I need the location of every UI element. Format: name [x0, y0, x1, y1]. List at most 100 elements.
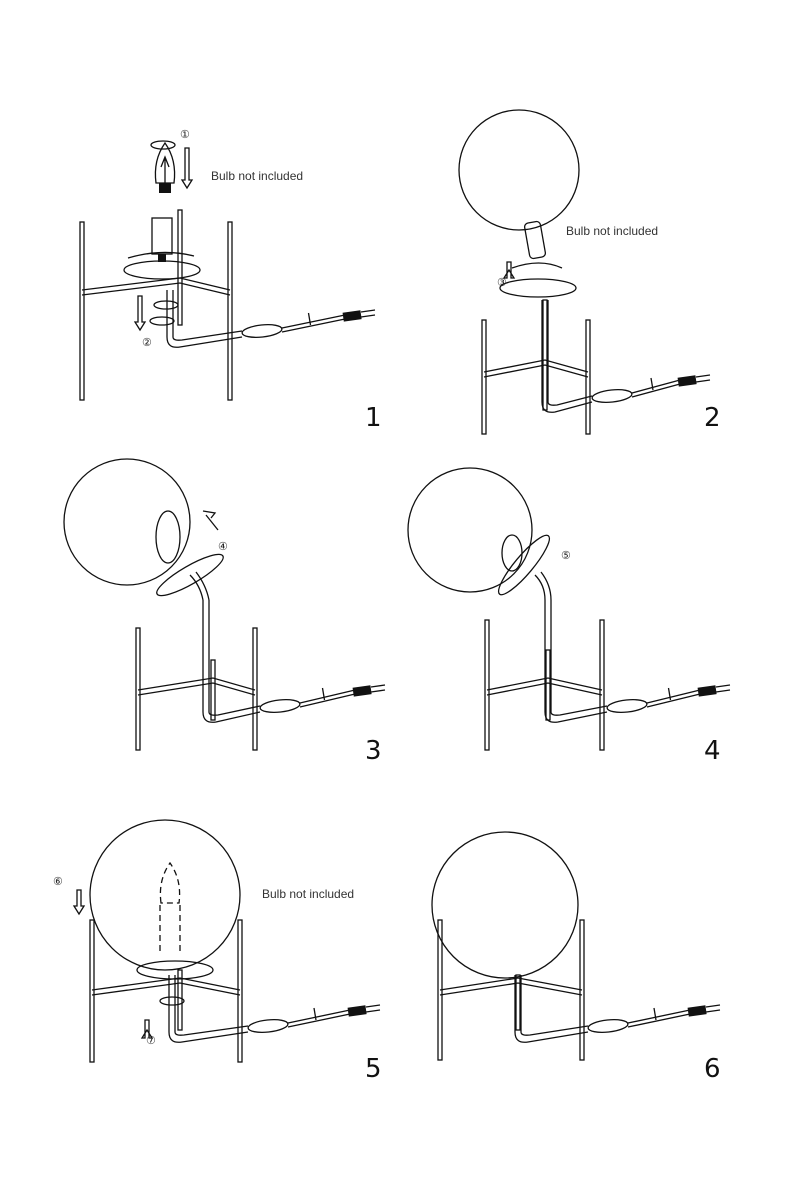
stand-leg: [599, 619, 605, 751]
plug-icon: [687, 1004, 721, 1017]
glass-globe: [89, 819, 241, 971]
stand-leg: [79, 221, 85, 401]
step-1-drawing: [79, 140, 376, 401]
stand-leg: [210, 659, 216, 721]
socket-outline: [159, 905, 181, 955]
cord-switch: [247, 1019, 289, 1033]
stand-leg: [437, 919, 443, 1061]
arrow-up-left-icon: [202, 510, 219, 531]
bulb-socket: [501, 534, 523, 572]
lamp-stand: [135, 600, 386, 751]
marker-3: ③: [497, 277, 507, 289]
step-number-2: 2: [704, 403, 721, 433]
lamp-pipe: [202, 600, 261, 723]
plug-icon: [347, 1004, 381, 1017]
lamp-disc: [136, 960, 214, 980]
stand-leg: [135, 627, 141, 751]
cord-tie: [313, 1007, 317, 1021]
stand-leg: [177, 969, 183, 1031]
step-5-drawing: [72, 819, 381, 1063]
lamp-nut: [159, 996, 185, 1006]
power-cord: [646, 689, 701, 708]
bulb-icon: [159, 861, 181, 904]
stand-leg: [89, 919, 95, 1063]
stand-leg: [545, 649, 551, 721]
power-cord: [287, 1009, 351, 1028]
cord-switch: [606, 699, 648, 713]
stand-crossbar: [439, 977, 583, 996]
bulb-icon: [154, 141, 176, 193]
cord-switch: [241, 324, 283, 338]
step-number-5: 5: [365, 1054, 382, 1084]
marker-4: ④: [218, 541, 228, 553]
arrow-up-icon: [140, 1019, 154, 1039]
cord-tie: [321, 687, 326, 701]
lamp-stand: [89, 919, 381, 1063]
stand-leg: [237, 919, 243, 1063]
arrow-down-icon: [180, 147, 194, 190]
stand-leg: [252, 627, 258, 751]
stand-leg: [484, 619, 490, 751]
step-3-drawing: [63, 458, 386, 751]
stand-leg: [585, 319, 591, 435]
stand-leg: [579, 919, 585, 1061]
stand-leg: [177, 209, 183, 326]
cord-tie: [667, 687, 672, 701]
power-cord: [627, 1009, 691, 1028]
plug-icon: [697, 684, 731, 697]
lamp-stand: [79, 209, 376, 401]
stand-crossbar: [486, 677, 603, 696]
step-6-drawing: [431, 831, 721, 1061]
stand-leg: [227, 221, 233, 401]
glass-globe: [407, 467, 533, 593]
plug-icon: [352, 684, 386, 697]
stand-leg: [481, 319, 487, 435]
lamp-nut: [149, 316, 175, 326]
marker-1: ①: [180, 129, 190, 141]
cord-switch: [587, 1019, 629, 1033]
arrow-down-icon: [133, 295, 147, 332]
glass-globe: [63, 458, 191, 586]
stand-leg: [542, 299, 548, 411]
marker-7: ⑦: [146, 1035, 156, 1047]
step-number-1: 1: [365, 403, 382, 433]
rotate-icon: [150, 140, 176, 150]
glass-globe: [431, 831, 579, 979]
step-number-4: 4: [704, 736, 721, 766]
cord-tie: [653, 1007, 657, 1021]
cord-tie: [307, 312, 312, 326]
bulb-not-included-note-2: Bulb not included: [566, 224, 659, 238]
arrow-down-icon: [72, 889, 86, 916]
step-number-6: 6: [704, 1054, 721, 1084]
stand-leg: [515, 974, 521, 1031]
lamp-pipe: [541, 300, 593, 413]
lamp-pipe: [514, 975, 589, 1043]
lamp-pipe: [168, 975, 249, 1043]
lamp-pipe-bend: [189, 571, 210, 601]
stand-crossbar: [483, 359, 589, 378]
bulb-not-included-note-1: Bulb not included: [211, 169, 304, 183]
step-2-drawing: [458, 109, 711, 435]
step-4-drawing: [407, 467, 731, 751]
cord-switch: [259, 699, 301, 713]
power-cord: [631, 379, 681, 398]
lamp-pipe: [544, 600, 608, 723]
lamp-disc: [499, 278, 577, 298]
lamp-washer: [153, 300, 179, 310]
power-cord: [299, 689, 356, 708]
cord-tie: [650, 377, 654, 391]
plug-icon: [342, 309, 376, 322]
marker-2: ②: [142, 337, 152, 349]
marker-6: ⑥: [53, 876, 63, 888]
lamp-disc: [497, 534, 551, 596]
lamp-disc: [156, 553, 224, 597]
lamp-pipe: [166, 290, 243, 348]
bulb-socket: [127, 217, 195, 262]
plug-icon: [677, 374, 711, 387]
lamp-pipe-bend: [534, 571, 552, 601]
arrow-up-icon: [502, 261, 516, 279]
power-cord: [281, 314, 346, 333]
lamp-stand: [437, 919, 721, 1061]
lamp-disc: [123, 260, 201, 280]
